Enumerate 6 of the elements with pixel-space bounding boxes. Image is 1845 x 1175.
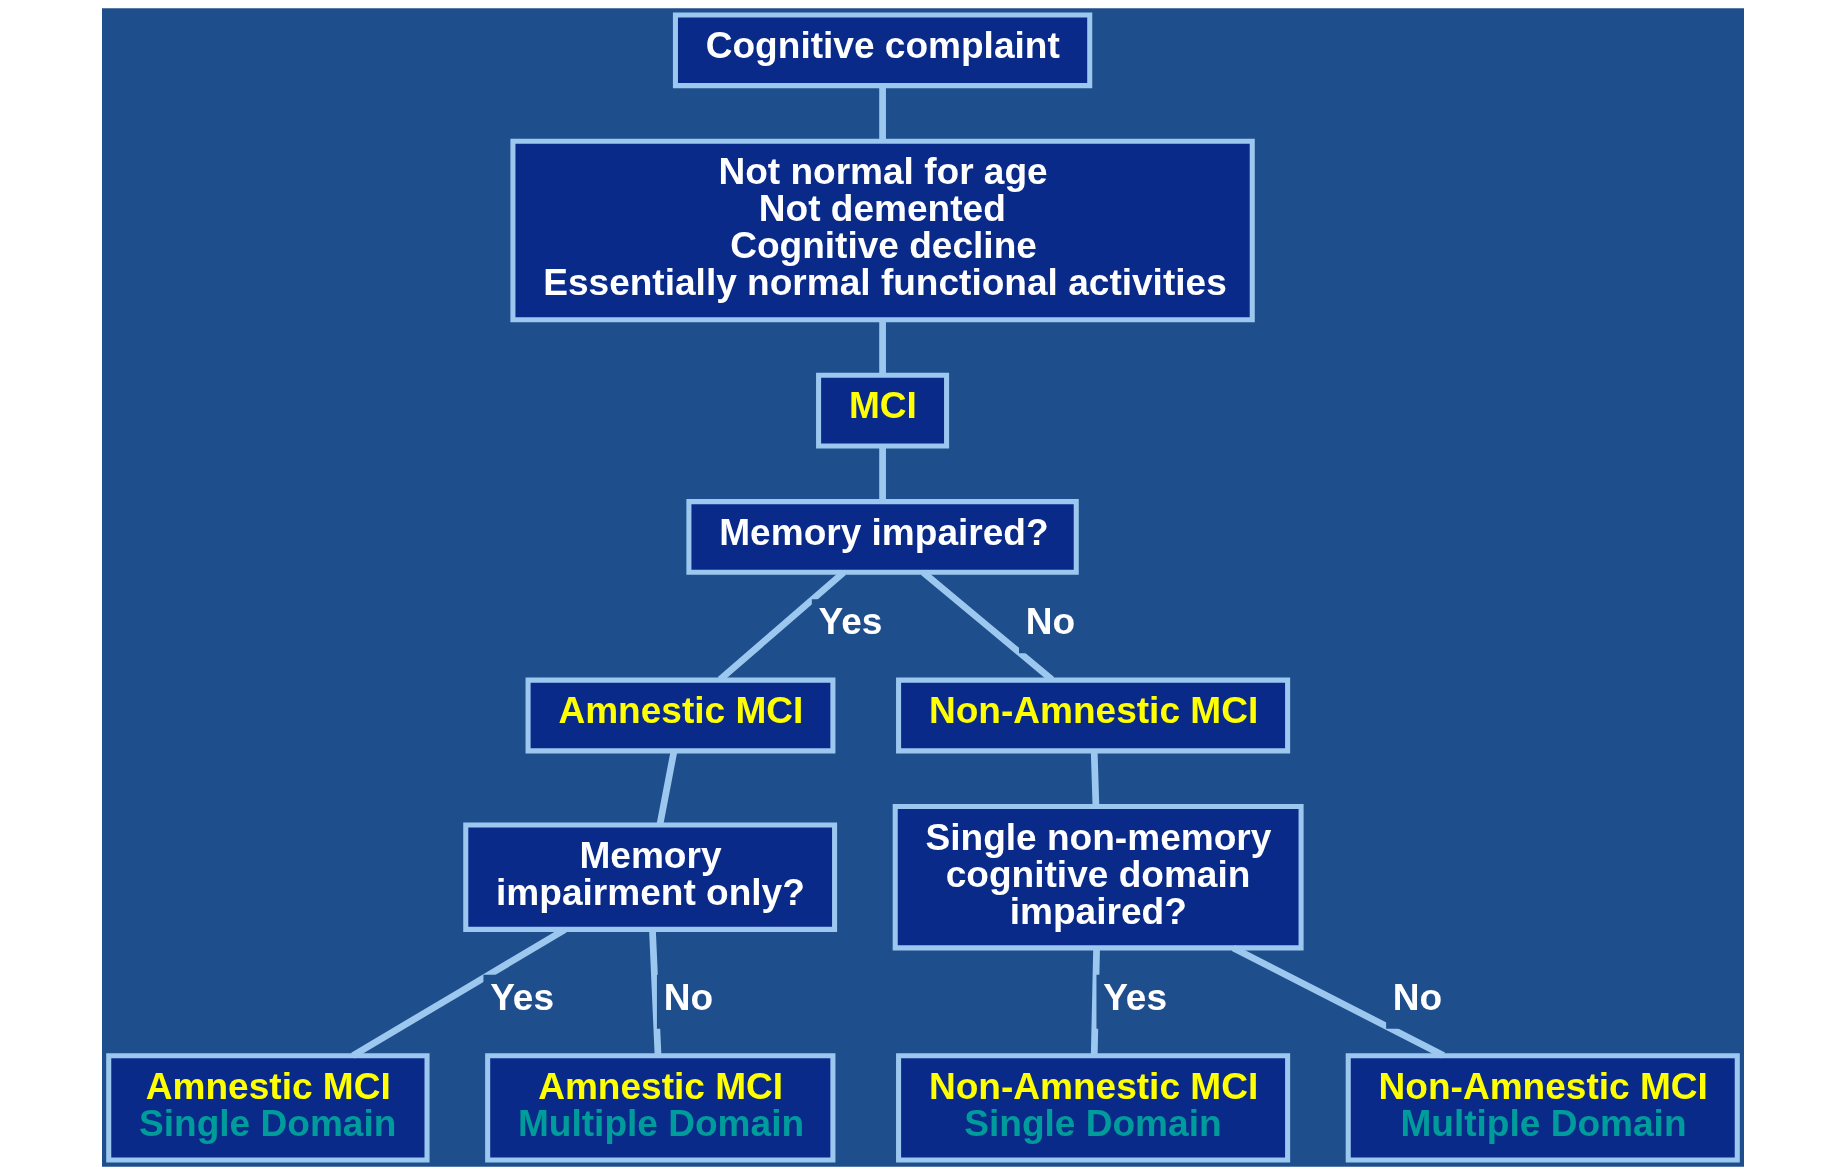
edge-label: Yes [489,975,554,1018]
edge-label: No [663,975,713,1018]
edge-label: Yes [818,599,882,642]
edge-label: Yes [1102,975,1167,1018]
edge-label: No [1392,975,1442,1018]
edge-label: No [1025,599,1075,642]
